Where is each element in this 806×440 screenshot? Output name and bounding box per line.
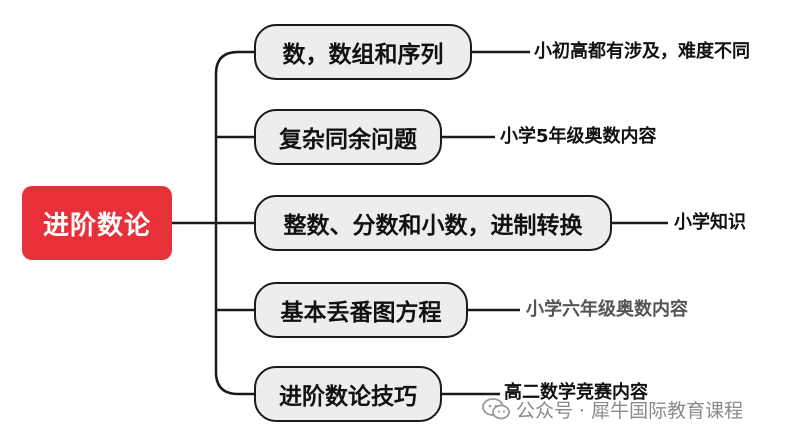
branch-note-3: 小学知识 [674,212,746,233]
branch-node-5: 进阶数论技巧 [254,366,442,422]
branch-note-1: 小初高都有涉及，难度不同 [534,41,750,62]
root-node: 进阶数论 [22,186,172,260]
wechat-icon [482,398,510,420]
branch-node-2: 复杂同余问题 [254,109,442,165]
branch-note-5: 高二数学竞赛内容 [504,382,648,403]
watermark-text: 公众号 · 犀牛国际教育课程 [516,399,744,422]
branch-node-1: 数，数组和序列 [254,24,472,80]
branch-node-3: 整数、分数和小数，进制转换 [254,195,612,251]
branch-note-2: 小学5年级奥数内容 [500,126,657,147]
branch-note-4: 小学六年级奥数内容 [526,299,688,320]
branch-node-4: 基本丢番图方程 [254,282,468,338]
watermark: 公众号 · 犀牛国际教育课程 [482,394,743,424]
